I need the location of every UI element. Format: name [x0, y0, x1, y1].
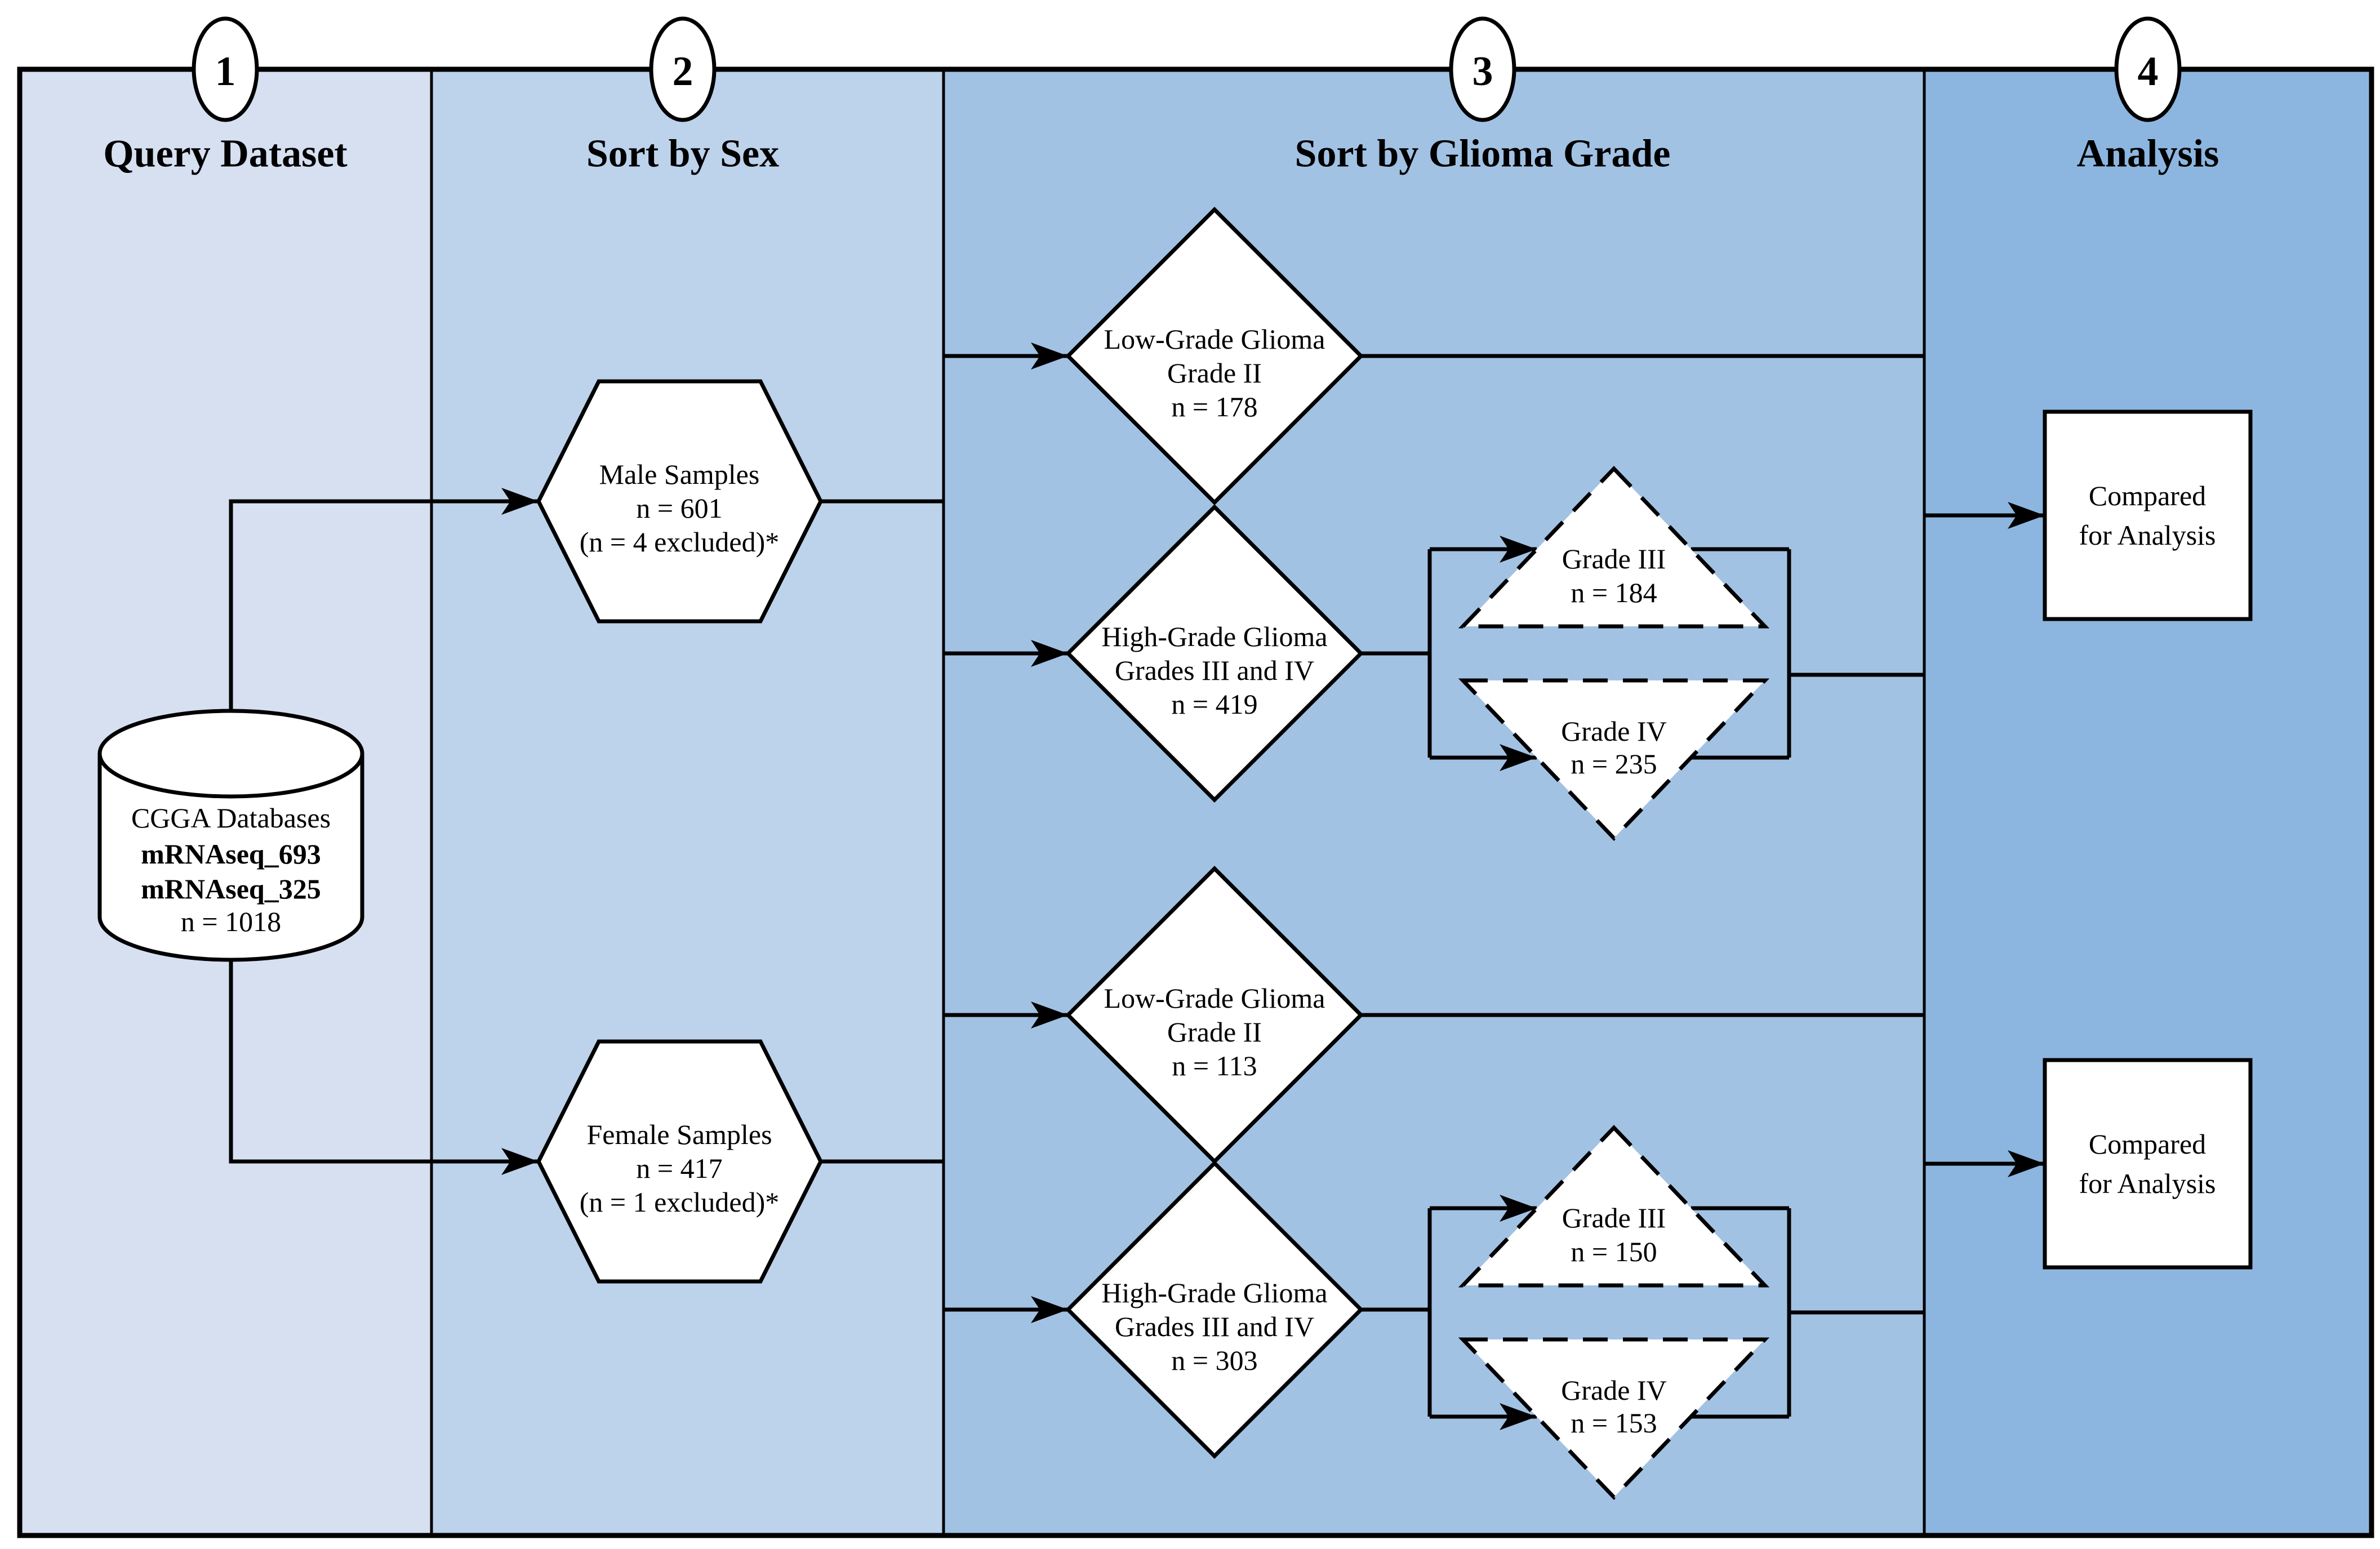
female-hexagon-shape — [536, 1039, 823, 1284]
header-analysis: Analysis — [2077, 132, 2219, 176]
step-number-4: 4 — [2138, 48, 2159, 95]
male-lgg-label: Low-Grade Glioma — [1104, 323, 1325, 355]
female-g4-label: Grade IV — [1561, 1374, 1666, 1406]
male-lgg-grade: Grade II — [1167, 357, 1262, 389]
male-hgg-diamond: High-Grade Glioma Grades III and IV n = … — [1065, 504, 1364, 803]
female-hgg-count: n = 303 — [1171, 1345, 1257, 1376]
male-g4-count: n = 235 — [1571, 748, 1657, 780]
male-hgg-grade: Grades III and IV — [1115, 655, 1314, 686]
female-grade3-triangle: Grade III n = 150 — [1458, 1124, 1770, 1288]
cylinder-body — [97, 709, 364, 962]
arrow-into-male-lgg — [1031, 342, 1068, 370]
arrow-into-female-g4 — [1500, 1403, 1537, 1430]
column-sort-by-sex-bg — [431, 69, 944, 1535]
step-circle-3 — [1449, 16, 1516, 122]
step-circle-1 — [192, 16, 259, 122]
male-count: n = 601 — [636, 492, 722, 524]
male-g3-shape — [1458, 465, 1770, 629]
male-analysis-rect — [2043, 409, 2253, 621]
male-g4-shape — [1458, 678, 1770, 842]
female-g4-shape — [1458, 1337, 1770, 1501]
step-circle-2 — [649, 16, 717, 122]
female-hgg-diamond: High-Grade Glioma Grades III and IV n = … — [1065, 1160, 1364, 1459]
male-samples-hexagon: Male Samples n = 601 (n = 4 excluded)* — [536, 379, 823, 624]
female-analysis-line1: Compared — [2089, 1128, 2206, 1160]
step-circles: 1 2 3 4 — [192, 16, 2182, 122]
female-g3-count: n = 150 — [1571, 1236, 1657, 1267]
female-analysis-rect — [2043, 1058, 2253, 1270]
arrow-into-female-lgg — [1031, 1001, 1068, 1029]
header-query-dataset: Query Dataset — [103, 132, 348, 176]
cylinder-lid-edge — [97, 753, 364, 799]
male-hgg-shape — [1065, 504, 1364, 803]
column-analysis-bg — [1924, 69, 2372, 1535]
step-circle-4 — [2114, 16, 2182, 122]
female-analysis-line2: for Analysis — [2079, 1168, 2216, 1199]
female-hgg-shape — [1065, 1160, 1364, 1459]
male-lgg-shape — [1065, 207, 1364, 505]
arrow-into-female-g3 — [1500, 1195, 1537, 1222]
step-number-2: 2 — [673, 48, 693, 95]
database-cylinder: CGGA Databases mRNAseq_693 mRNAseq_325 n… — [97, 709, 364, 962]
male-analysis-line1: Compared — [2089, 480, 2206, 511]
male-lgg-diamond: Low-Grade Glioma Grade II n = 178 — [1065, 207, 1364, 505]
female-hgg-label: High-Grade Glioma — [1101, 1277, 1327, 1308]
female-g3-shape — [1458, 1124, 1770, 1288]
female-hgg-grade: Grades III and IV — [1115, 1311, 1314, 1342]
female-samples-hexagon: Female Samples n = 417 (n = 1 excluded)* — [536, 1039, 823, 1284]
female-g4-count: n = 153 — [1571, 1407, 1657, 1439]
male-g4-label: Grade IV — [1561, 715, 1666, 747]
male-hgg-count: n = 419 — [1171, 688, 1257, 720]
arrow-into-female-hexagon — [501, 1148, 539, 1175]
header-sort-by-sex: Sort by Sex — [586, 132, 779, 176]
arrow-into-male-g3 — [1500, 536, 1537, 563]
female-count: n = 417 — [636, 1152, 722, 1184]
female-lgg-label: Low-Grade Glioma — [1104, 982, 1325, 1014]
female-g3-label: Grade III — [1562, 1202, 1666, 1234]
male-grade4-triangle: Grade IV n = 235 — [1458, 678, 1770, 842]
arrow-into-male-analysis — [2008, 502, 2045, 529]
male-g3-label: Grade III — [1562, 543, 1666, 575]
arrow-into-female-analysis — [2008, 1150, 2045, 1177]
arrowheads — [501, 342, 2045, 1430]
arrow-into-male-hexagon — [501, 488, 539, 515]
arrow-into-male-g4 — [1500, 744, 1537, 771]
step-number-3: 3 — [1473, 48, 1493, 95]
male-g3-count: n = 184 — [1571, 577, 1657, 608]
diagram-border — [17, 66, 2374, 1538]
arrow-into-female-hgg — [1031, 1296, 1068, 1323]
connector-db-to-female — [229, 960, 539, 1164]
male-analysis-box: Compared for Analysis — [2043, 409, 2253, 621]
database-dataset-1: mRNAseq_693 — [141, 838, 321, 870]
column-headers: Query Dataset Sort by Sex Sort by Glioma… — [103, 132, 2219, 176]
male-excluded: (n = 4 excluded)* — [580, 526, 779, 558]
male-lgg-count: n = 178 — [1171, 391, 1257, 422]
female-label: Female Samples — [586, 1119, 772, 1150]
female-grade4-triangle: Grade IV n = 153 — [1458, 1337, 1770, 1501]
database-count: n = 1018 — [181, 906, 281, 937]
male-hgg-label: High-Grade Glioma — [1101, 621, 1327, 652]
female-lgg-count: n = 113 — [1172, 1050, 1257, 1081]
step-number-1: 1 — [215, 48, 236, 95]
arrow-into-male-hgg — [1031, 640, 1068, 667]
male-analysis-line2: for Analysis — [2079, 519, 2216, 551]
female-analysis-box: Compared for Analysis — [2043, 1058, 2253, 1270]
male-hexagon-shape — [536, 379, 823, 624]
database-name: CGGA Databases — [131, 802, 331, 834]
database-dataset-2: mRNAseq_325 — [141, 873, 321, 905]
male-grade3-triangle: Grade III n = 184 — [1458, 465, 1770, 629]
header-sort-by-glioma-grade: Sort by Glioma Grade — [1295, 132, 1671, 176]
female-excluded: (n = 1 excluded)* — [580, 1186, 779, 1218]
male-label: Male Samples — [599, 459, 760, 490]
female-lgg-grade: Grade II — [1167, 1016, 1262, 1048]
connector-db-to-male — [229, 499, 539, 711]
